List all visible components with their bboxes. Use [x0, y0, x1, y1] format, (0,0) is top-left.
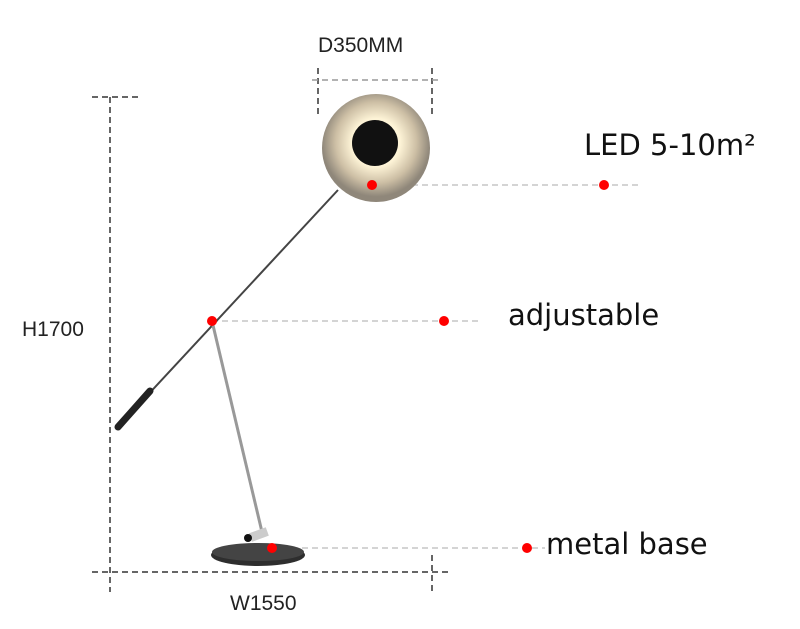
base-clamp — [248, 527, 269, 542]
marker-dot — [267, 543, 277, 553]
feature-base-label: metal base — [546, 527, 708, 561]
feature-adjustable-label: adjustable — [508, 298, 660, 332]
dimension-lines — [92, 68, 448, 592]
counterweight-handle — [114, 387, 154, 431]
marker-dot — [522, 543, 532, 553]
marker-dot — [599, 180, 609, 190]
leader-lines — [212, 184, 640, 549]
lamp-stem — [210, 320, 264, 533]
lamp-disc — [352, 120, 398, 166]
marker-dot — [207, 316, 217, 326]
lamp-arm — [117, 189, 339, 428]
marker-dot — [439, 316, 449, 326]
clamp-knob — [244, 534, 252, 542]
markers — [207, 180, 609, 553]
marker-dot — [367, 180, 377, 190]
feature-led-label: LED 5-10m² — [584, 128, 756, 162]
width-label: W1550 — [230, 592, 297, 615]
height-label: H1700 — [22, 318, 84, 341]
metal-base-top — [212, 543, 304, 561]
diameter-label: D350MM — [318, 34, 404, 57]
